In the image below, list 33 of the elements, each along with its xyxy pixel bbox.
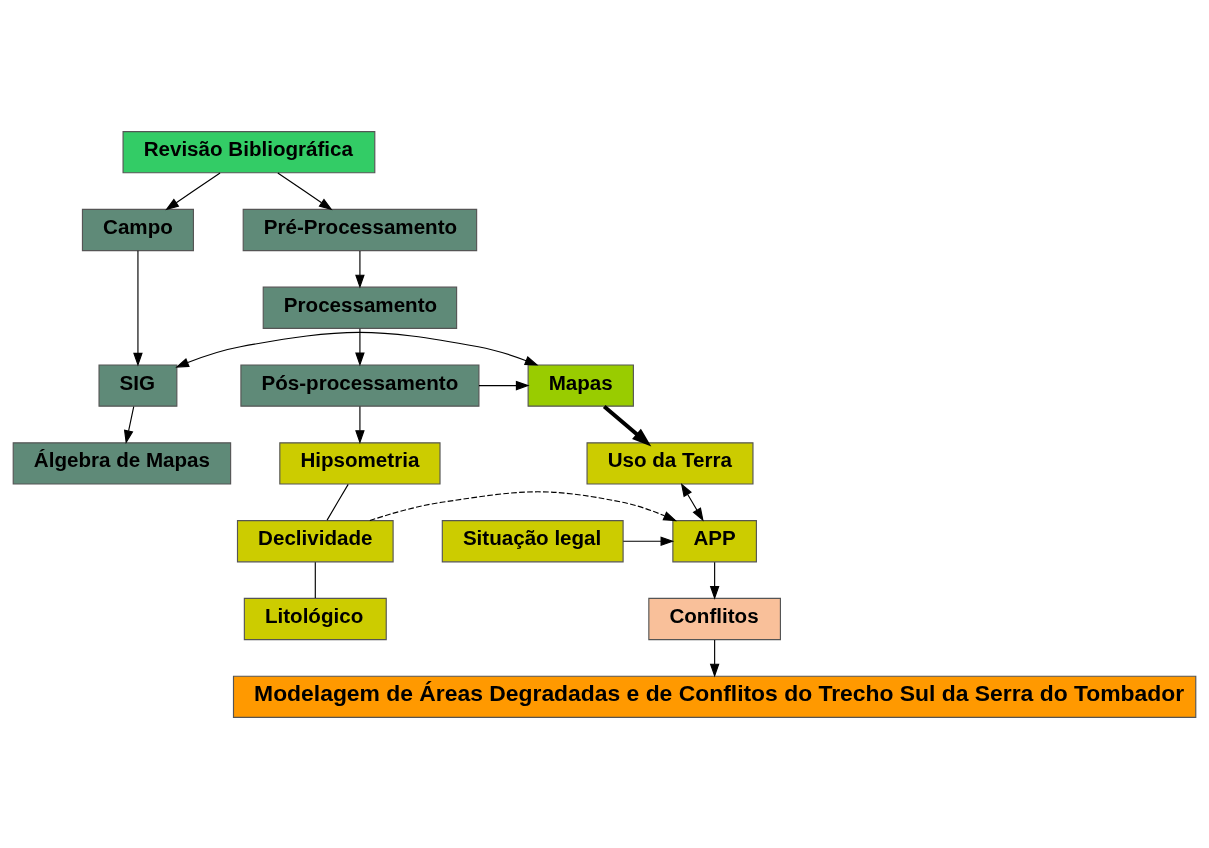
- arrow: [355, 249, 365, 288]
- node-box: Hipsometria: [279, 441, 441, 485]
- arrow: [709, 561, 720, 600]
- node-box: Mapas: [527, 363, 634, 407]
- arrow: [133, 249, 143, 366]
- arrow: [680, 482, 704, 522]
- arrow: [478, 380, 530, 390]
- node-box: Pós-processamento: [240, 363, 480, 407]
- node-box: Processamento: [262, 286, 458, 329]
- node-box: Pré-Processamento: [242, 208, 478, 251]
- arrow: [355, 327, 365, 366]
- arrow: [355, 405, 365, 444]
- arrow: [622, 535, 675, 546]
- node-box: Revisão Bibliográfica: [122, 130, 376, 173]
- node-box: APP: [672, 519, 757, 562]
- arrow: [165, 171, 221, 210]
- connector: [314, 561, 316, 598]
- connector: [326, 483, 349, 521]
- arrow: [277, 171, 333, 210]
- node-box: Declividade: [236, 519, 394, 562]
- arrow: [123, 405, 135, 444]
- node-box: Litológico: [243, 597, 387, 640]
- node-box: Álgebra de Mapas: [12, 441, 232, 485]
- arrow: [369, 490, 677, 521]
- node-box: Conflitos: [648, 597, 781, 640]
- node-box: Modelagem de Áreas Degradadas e de Conflitos do Trecho Sul da Serra do Tombador: [232, 675, 1197, 718]
- arrow: [175, 331, 539, 368]
- node-box: Uso da Terra: [586, 441, 754, 485]
- arrow: [602, 404, 652, 446]
- node-box: SIG: [98, 363, 178, 407]
- node-box: Campo: [81, 208, 194, 251]
- node-box: Situação legal: [441, 519, 624, 562]
- arrow: [709, 638, 720, 677]
